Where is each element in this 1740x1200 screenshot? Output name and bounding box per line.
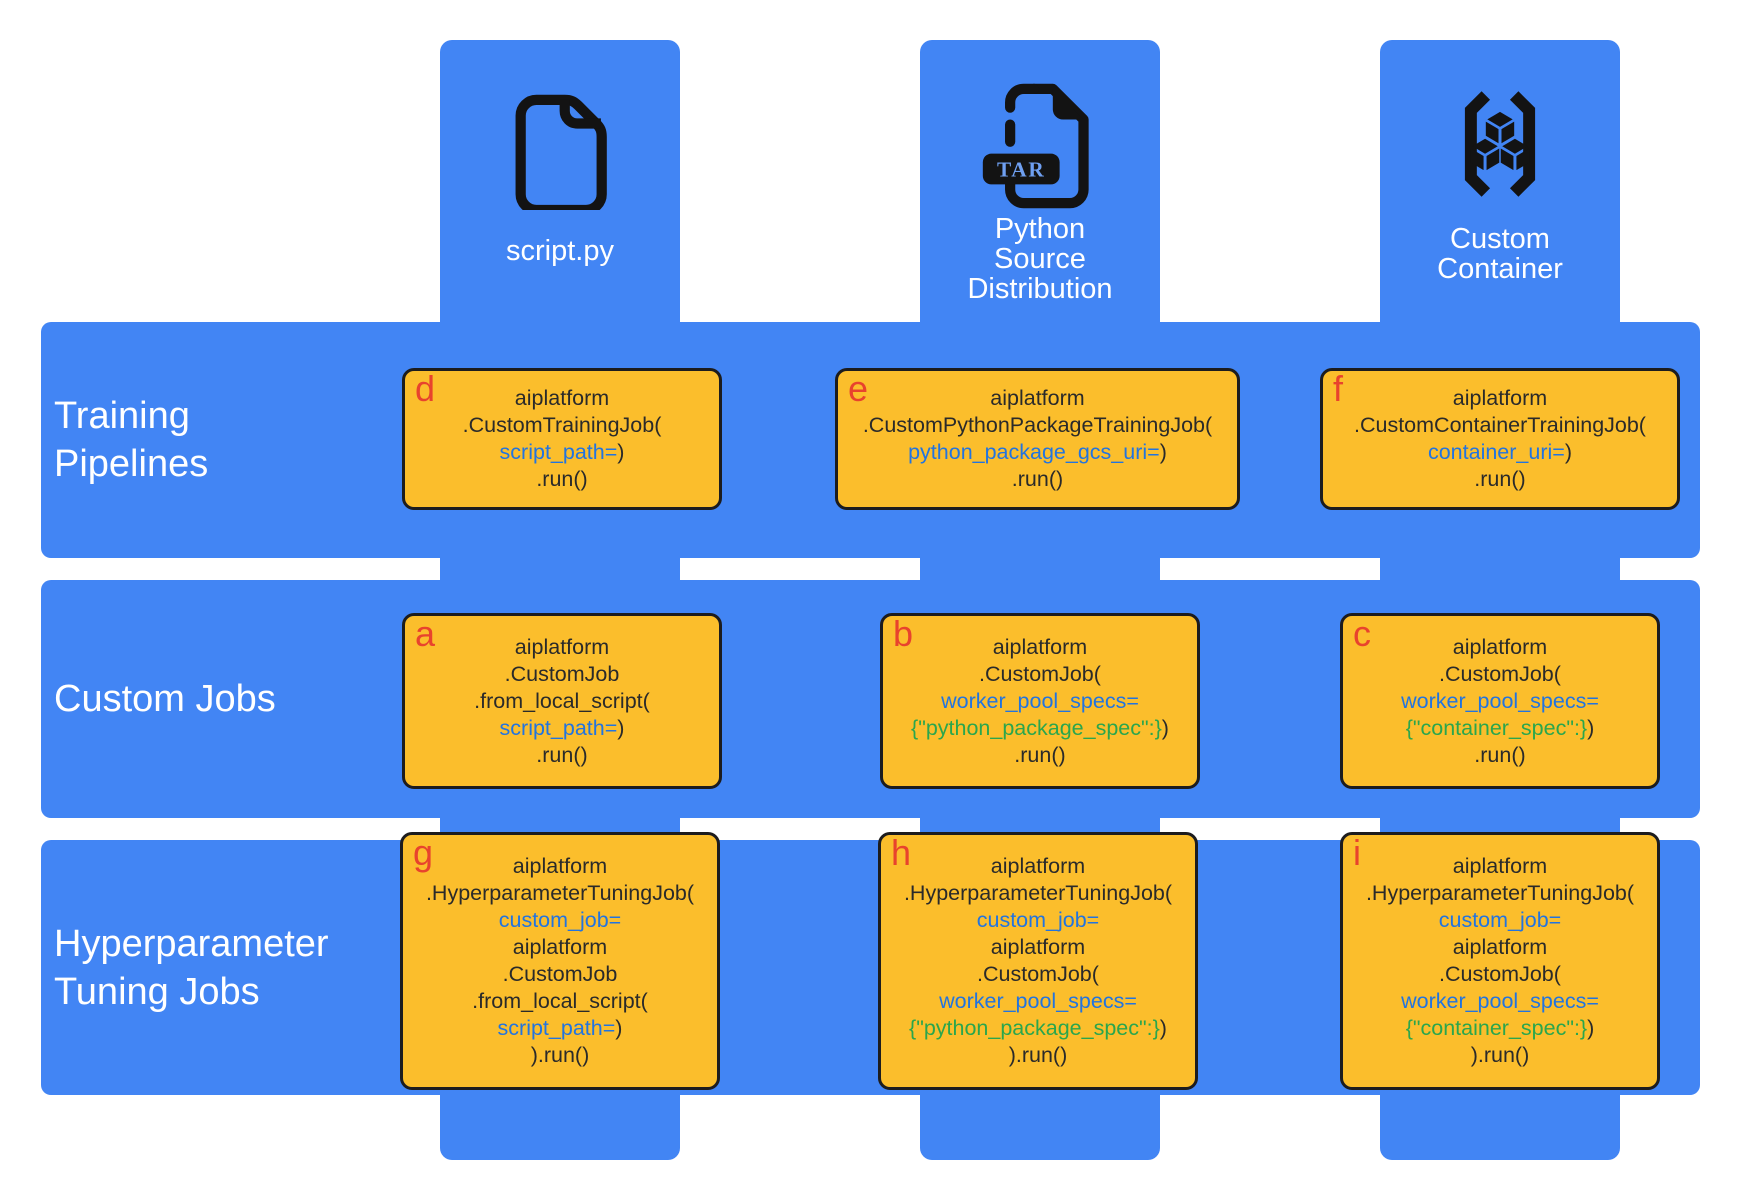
code-line: .run() xyxy=(1014,742,1066,767)
code-line: .CustomPythonPackageTrainingJob( xyxy=(862,413,1213,437)
code-box-d: d aiplatform .CustomTrainingJob( script_pa… xyxy=(402,368,722,510)
code-line: python_package_gcs_uri=) xyxy=(908,440,1167,464)
code-line: .run() xyxy=(1474,742,1526,767)
code-line: .run() xyxy=(536,467,588,491)
cell-letter: h xyxy=(891,832,912,873)
row-label-training-pipelines: Training Pipelines xyxy=(54,395,209,485)
code-lines: aiplatform .HyperparameterTuningJob( custo… xyxy=(426,853,694,1069)
code-line: script_path=) xyxy=(499,440,625,464)
code-lines: aiplatform .HyperparameterTuningJob( custo… xyxy=(904,853,1172,1069)
code-line: .CustomJob( xyxy=(977,962,1099,986)
cell-letter: i xyxy=(1353,832,1361,873)
code-box-g: g aiplatform .HyperparameterTuningJob( cus… xyxy=(400,832,720,1090)
code-line: worker_pool_specs= xyxy=(1401,688,1599,713)
cell-letter: a xyxy=(415,613,436,654)
code-box-h: h aiplatform .HyperparameterTuningJob( cus… xyxy=(878,832,1198,1090)
tar-badge xyxy=(982,153,1060,185)
code-line: aiplatform xyxy=(514,386,610,410)
code-line: custom_job= xyxy=(1438,908,1562,932)
code-line: script_path=) xyxy=(499,715,625,740)
code-line: ).run() xyxy=(1470,1043,1530,1067)
code-line: worker_pool_specs= xyxy=(939,989,1137,1013)
code-lines: aiplatform.CustomJob.from_local_script(s… xyxy=(474,634,650,769)
cell-letter: f xyxy=(1333,368,1344,409)
code-line: aiplatform xyxy=(1452,935,1548,959)
code-line: .run() xyxy=(536,742,588,767)
code-lines: aiplatform .CustomContainerTrainingJob( co… xyxy=(1354,385,1646,493)
code-line: {"container_spec":}) xyxy=(1405,1016,1595,1040)
code-line: .from_local_script( xyxy=(472,989,648,1013)
container-icon xyxy=(1464,91,1536,197)
code-box-a: a aiplatform.CustomJob.from_local_script… xyxy=(402,613,722,789)
code-box-i: i aiplatform .HyperparameterTuningJob( cus… xyxy=(1340,832,1660,1090)
code-box-f: f aiplatform .CustomContainerTrainingJob(… xyxy=(1320,368,1680,510)
code-line: ).run() xyxy=(530,1043,590,1067)
code-line: .run() xyxy=(1474,467,1526,491)
code-line: .CustomJob( xyxy=(1439,661,1561,686)
code-line: .from_local_script( xyxy=(474,688,650,713)
code-line: aiplatform xyxy=(1452,386,1548,410)
code-line: .CustomContainerTrainingJob( xyxy=(1354,413,1646,437)
code-lines: aiplatform .HyperparameterTuningJob( custo… xyxy=(1366,853,1634,1069)
code-line: .CustomJob( xyxy=(1439,962,1561,986)
code-lines: aiplatform .CustomTrainingJob( script_path… xyxy=(463,385,662,493)
code-line: .CustomJob xyxy=(502,962,618,986)
code-box-e: e aiplatform .CustomPythonPackageTraining… xyxy=(835,368,1240,510)
code-line: aiplatform xyxy=(990,854,1086,878)
code-line: custom_job= xyxy=(976,908,1100,932)
code-line: aiplatform xyxy=(992,634,1088,659)
code-line: custom_job= xyxy=(498,908,622,932)
column-label-python-source-distribution: Python Source Distribution xyxy=(967,213,1113,305)
code-line: .HyperparameterTuningJob( xyxy=(903,881,1173,905)
code-line: script_path=) xyxy=(497,1016,623,1040)
cell-letter: b xyxy=(893,613,914,654)
code-line: {"python_package_spec":}) xyxy=(909,1016,1167,1040)
tar-file-icon: TAR xyxy=(982,83,1089,209)
code-box-b: b aiplatform.CustomJob(worker_pool_specs… xyxy=(880,613,1200,789)
code-line: .CustomJob( xyxy=(979,661,1101,686)
column-label-custom-container: Custom Container xyxy=(1437,223,1563,285)
code-line: aiplatform xyxy=(1452,854,1548,878)
cell-letter: g xyxy=(413,832,434,873)
code-line: .CustomJob xyxy=(504,661,620,686)
code-line: {"python_package_spec":}) xyxy=(911,715,1169,740)
code-lines: aiplatform .CustomPythonPackageTrainingJo… xyxy=(863,385,1212,493)
tar-badge-text: TAR xyxy=(997,158,1046,182)
code-line: aiplatform xyxy=(1452,634,1548,659)
code-line: container_uri=) xyxy=(1427,440,1572,464)
code-line: aiplatform xyxy=(514,634,610,659)
code-lines: aiplatform.CustomJob(worker_pool_specs={… xyxy=(911,634,1169,769)
code-line: .CustomTrainingJob( xyxy=(462,413,662,437)
code-line: worker_pool_specs= xyxy=(1401,989,1599,1013)
cell-letter: e xyxy=(848,368,869,409)
code-line: aiplatform xyxy=(990,386,1085,410)
row-label-hyperparameter-tuning-jobs: Hyperparameter Tuning Jobs xyxy=(54,922,329,1013)
code-line: worker_pool_specs= xyxy=(941,688,1139,713)
file-icon xyxy=(515,94,607,210)
cell-letter: d xyxy=(415,368,436,409)
cell-letter: c xyxy=(1353,613,1371,654)
code-line: ).run() xyxy=(1008,1043,1068,1067)
code-line: .run() xyxy=(1011,467,1064,491)
code-line: aiplatform xyxy=(512,854,608,878)
code-box-c: c aiplatform.CustomJob(worker_pool_specs… xyxy=(1340,613,1660,789)
code-lines: aiplatform.CustomJob(worker_pool_specs={… xyxy=(1401,634,1599,769)
code-line: {"container_spec":}) xyxy=(1405,715,1595,740)
code-line: aiplatform xyxy=(990,935,1086,959)
code-line: .HyperparameterTuningJob( xyxy=(1365,881,1635,905)
code-line: aiplatform xyxy=(512,935,608,959)
code-line: .HyperparameterTuningJob( xyxy=(425,881,695,905)
row-label-custom-jobs: Custom Jobs xyxy=(54,678,276,720)
column-label-script-py: script.py xyxy=(506,235,614,267)
